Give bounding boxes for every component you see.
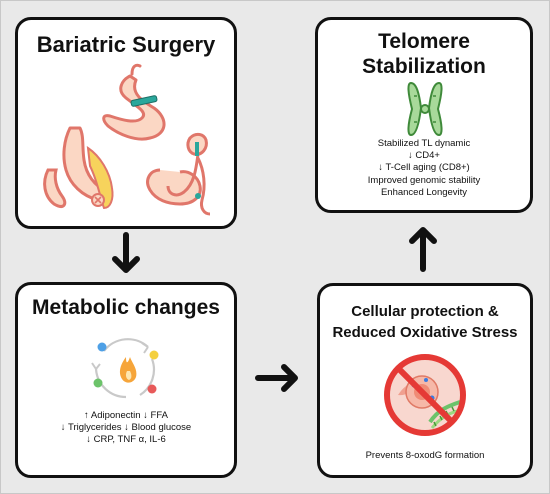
bariatric-surgery-box: Bariatric Surgery <box>15 17 237 229</box>
no-dna-damage-icon <box>384 354 466 436</box>
metabolic-changes-title: Metabolic changes <box>32 296 220 319</box>
telomere-title-line-1: Telomere <box>378 30 470 53</box>
telomere-effects-list: Stabilized TL dynamic ↓ CD4+ ↓ T-Cell ag… <box>318 138 530 199</box>
bariatric-surgery-title: Bariatric Surgery <box>36 32 216 57</box>
telomere-effect-item: Enhanced Longevity <box>380 186 468 198</box>
arrow-down-icon <box>112 232 140 273</box>
cellular-protection-title: Cellular protection & Reduced Oxidative … <box>320 301 530 343</box>
metabolic-changes-list: ↑ Adiponectin ↓ FFA ↓ Triglycerides ↓ Bl… <box>18 410 234 447</box>
bariatric-illustrations <box>43 63 211 216</box>
chromosome-icon <box>407 81 443 137</box>
metabolic-change-item: ↓ CRP, TNF α, IL-6 <box>86 434 166 446</box>
sleeve-gastrectomy-icon <box>43 126 114 210</box>
telomere-effect-item: ↓ T-Cell aging (CD8+) <box>378 162 470 174</box>
cellular-protection-box: Cellular protection & Reduced Oxidative … <box>317 283 533 478</box>
arrow-right-icon <box>255 364 298 392</box>
stomach-band-icon <box>102 63 166 141</box>
telomere-effect-item: Improved genomic stability <box>367 174 481 186</box>
cellular-protection-list: Prevents 8-oxodG formation <box>320 450 530 462</box>
telomere-title: Telomere Stabilization <box>318 29 530 79</box>
metabolic-changes-box: Metabolic changes ↑ Adiponectin ↓ FFA ↓ … <box>15 282 237 478</box>
telomere-effect-item: ↓ CD4+ <box>408 150 440 162</box>
cellular-title-line-1: Cellular protection & <box>351 303 499 320</box>
metabolism-cycle-icon <box>91 338 159 399</box>
metabolic-change-item: ↓ Triglycerides ↓ Blood glucose <box>60 422 192 434</box>
gastric-bypass-icon <box>146 132 211 216</box>
telomere-effect-item: Stabilized TL dynamic <box>377 138 471 149</box>
cellular-title-line-2: Reduced Oxidative Stress <box>332 324 518 341</box>
telomere-title-line-2: Stabilization <box>362 55 486 78</box>
cellular-protection-item: Prevents 8-oxodG formation <box>365 450 485 461</box>
arrow-up-icon <box>409 227 437 272</box>
telomere-stabilization-box: Telomere Stabilization Stabilized TL dyn… <box>315 17 533 213</box>
metabolic-change-item: ↑ Adiponectin ↓ FFA <box>84 410 168 421</box>
